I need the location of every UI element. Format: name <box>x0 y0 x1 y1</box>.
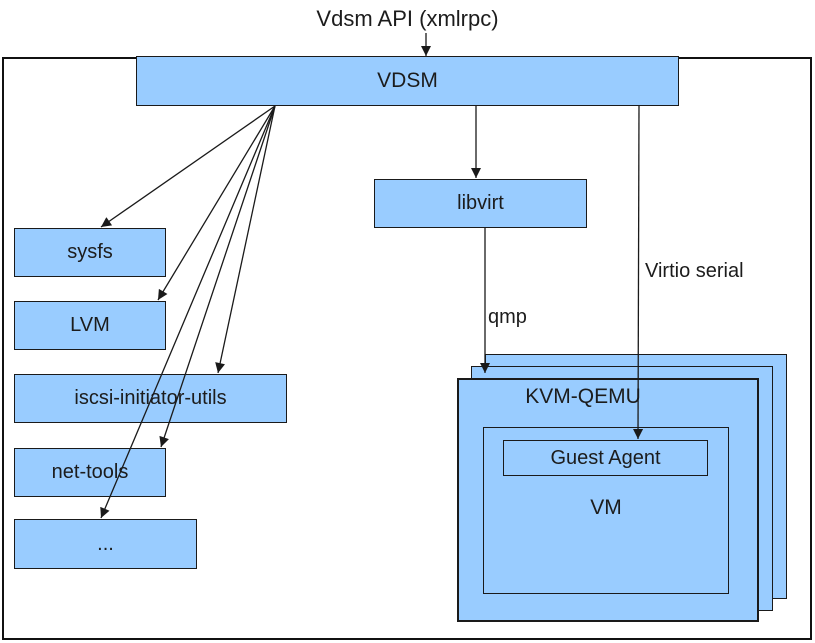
node-vm-label: VM <box>590 496 622 519</box>
node-sysfs: sysfs <box>14 228 166 277</box>
node-kvm-qemu-label: KVM-QEMU <box>525 385 641 408</box>
edge-label-virtio-serial: Virtio serial <box>645 260 744 282</box>
edge-label-qmp: qmp <box>488 306 527 328</box>
node-sysfs-label: sysfs <box>67 241 113 263</box>
node-more-label: ... <box>97 532 114 555</box>
node-libvirt: libvirt <box>374 179 587 228</box>
node-guest-agent: Guest Agent <box>503 440 708 476</box>
node-vdsm: VDSM <box>136 56 679 106</box>
node-kvm-qemu <box>457 378 759 622</box>
node-more: ... <box>14 519 197 569</box>
node-guest-agent-label: Guest Agent <box>550 446 661 469</box>
node-iscsi-initiator-utils-label: iscsi-initiator-utils <box>74 387 227 409</box>
node-net-tools-label: net-tools <box>51 461 129 483</box>
node-vm <box>483 427 729 594</box>
node-lvm: LVM <box>14 301 166 350</box>
node-net-tools: net-tools <box>14 448 166 497</box>
diagram-title: Vdsm API (xmlrpc) <box>316 6 499 31</box>
node-libvirt-label: libvirt <box>457 192 504 214</box>
node-lvm-label: LVM <box>70 314 110 336</box>
node-iscsi-initiator-utils: iscsi-initiator-utils <box>14 374 287 423</box>
node-vdsm-label: VDSM <box>377 69 438 92</box>
